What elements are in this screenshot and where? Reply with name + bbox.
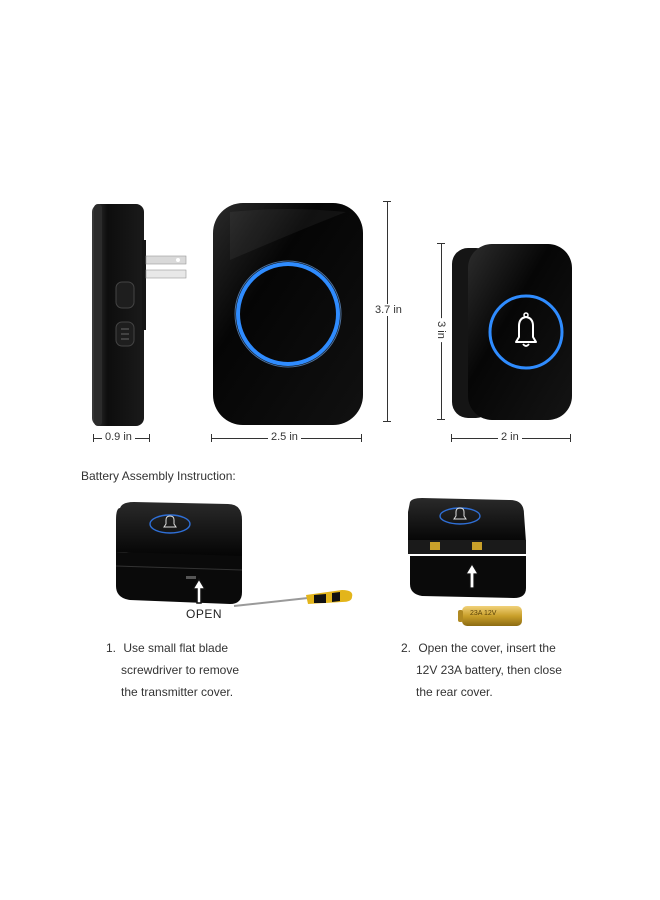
step-1-line-1: Use small flat blade <box>123 641 229 655</box>
step-2-number: 2. <box>401 641 412 655</box>
receiver-height-label: 3.7 in <box>372 304 405 316</box>
transmitter-open-illustration <box>115 502 353 607</box>
step-1-line-3: the transmitter cover. <box>121 685 234 699</box>
step-2-line-3: the rear cover. <box>416 685 493 699</box>
step-2: 2. Open the cover, insert the 12V 23A ba… <box>401 637 562 703</box>
step-1: 1. Use small flat blade screwdriver to r… <box>106 637 239 703</box>
bell-icon <box>515 312 537 347</box>
open-label: OPEN <box>186 607 223 621</box>
step-1-number: 1. <box>106 641 117 655</box>
arrow-up-icon <box>191 577 207 604</box>
transmitter-battery-illustration <box>408 498 526 626</box>
receiver-front-view <box>213 203 363 425</box>
receiver-depth-label: 0.9 in <box>102 431 135 443</box>
receiver-side-view <box>92 204 187 426</box>
battery-print: 23A 12V <box>470 610 497 617</box>
step-2-line-1: Open the cover, insert the <box>418 641 556 655</box>
step-2-line-2: 12V 23A battery, then close <box>416 663 562 677</box>
step-1-line-2: screwdriver to remove <box>121 663 240 677</box>
transmitter-height-label: 3 in <box>434 318 447 342</box>
transmitter-view <box>452 244 572 420</box>
receiver-width-label: 2.5 in <box>268 431 301 443</box>
transmitter-width-label: 2 in <box>498 431 522 443</box>
battery-section-heading: Battery Assembly Instruction: <box>81 469 236 483</box>
